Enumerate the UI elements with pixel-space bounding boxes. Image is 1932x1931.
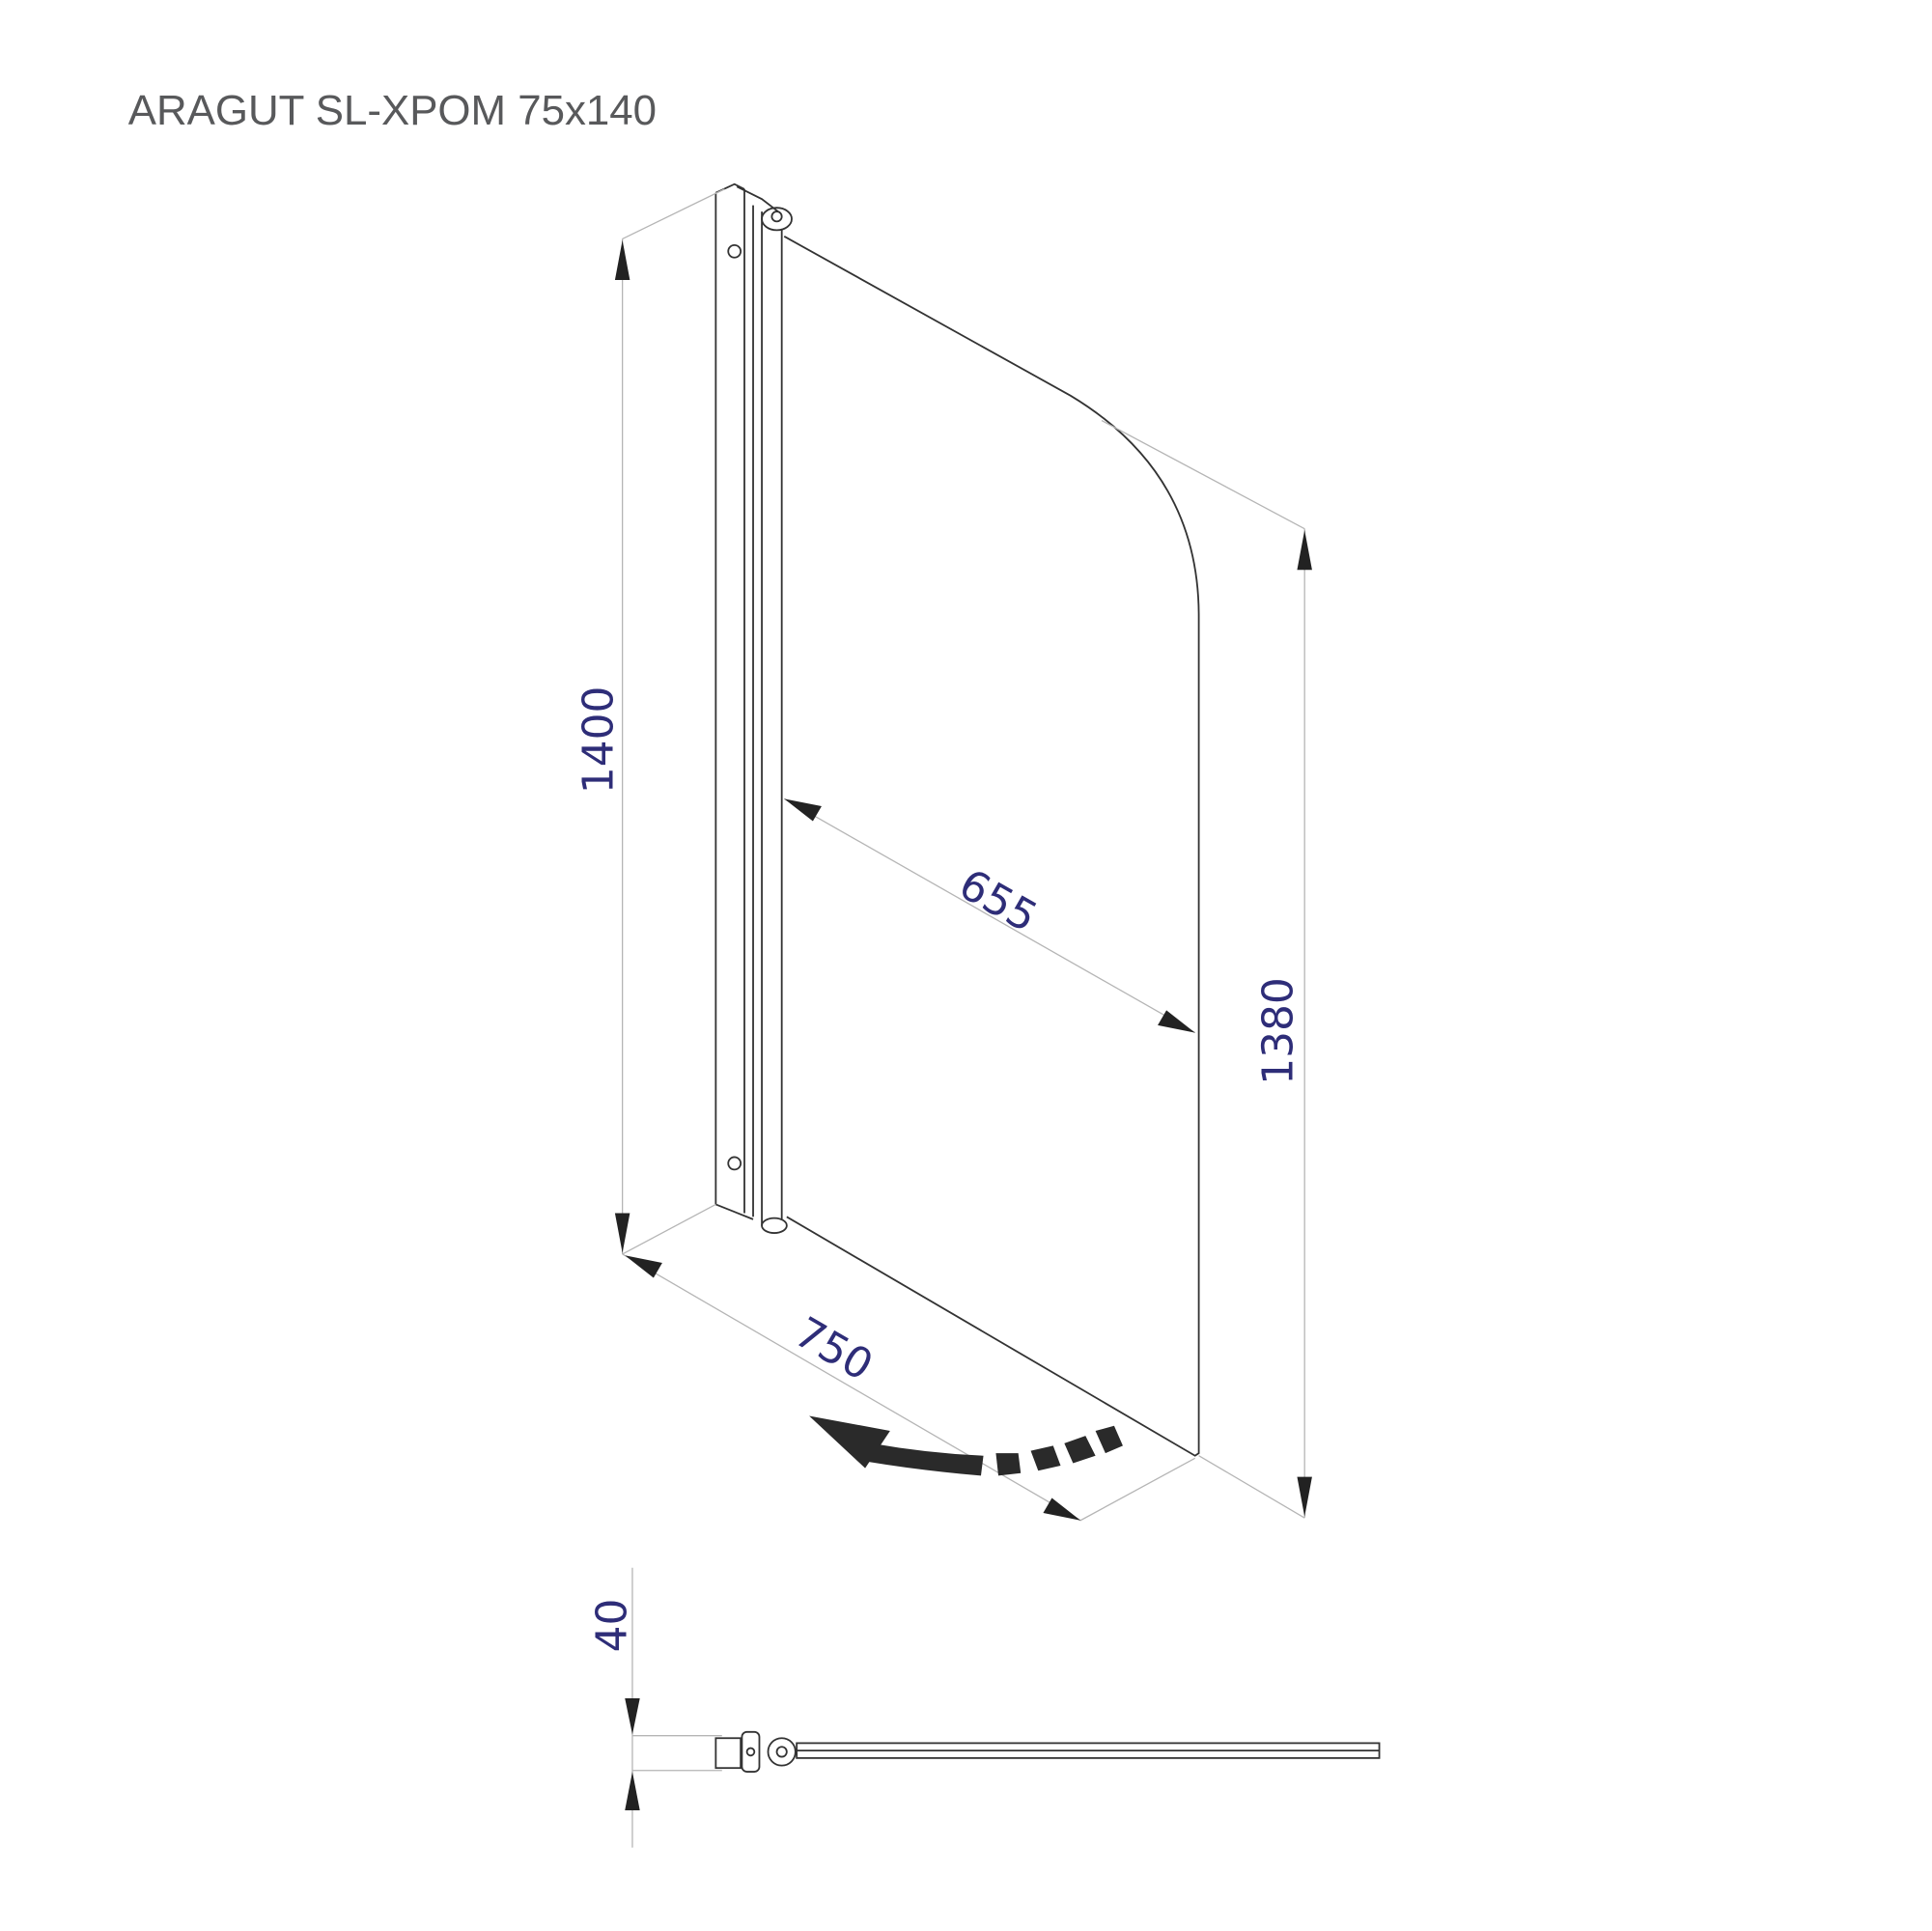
dimension-label-40: 40 <box>588 1599 637 1653</box>
plan-view: 40 <box>588 1567 1381 1848</box>
shower-screen-isometric <box>622 182 1305 1522</box>
drawing-title: ARAGUT SL-XPOM 75x140 <box>128 87 657 134</box>
dimension-label-1400: 1400 <box>574 686 623 794</box>
dimension-1400: 1400 <box>574 238 630 1254</box>
dimension-label-750: 750 <box>786 1308 881 1391</box>
dimension-label-655: 655 <box>951 859 1046 942</box>
dimension-655: 655 <box>783 798 1196 1034</box>
swing-direction-arrow-icon <box>809 1415 1123 1476</box>
dimension-label-1380: 1380 <box>1253 977 1302 1084</box>
dimension-1380: 1380 <box>1253 528 1312 1519</box>
